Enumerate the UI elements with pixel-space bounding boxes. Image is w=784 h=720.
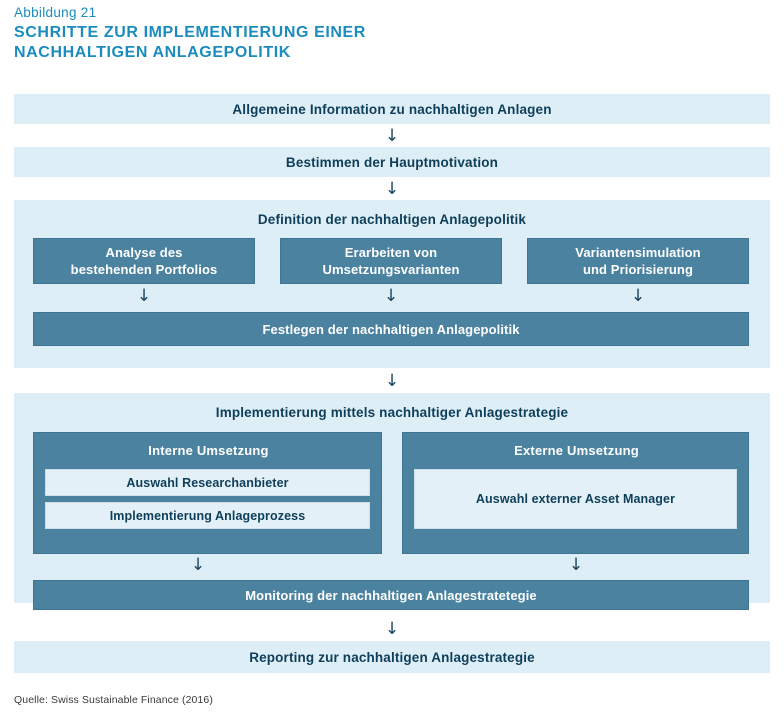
figure-header: Abbildung 21 SCHRITTE ZUR IMPLEMENTIERUN… [14, 4, 754, 63]
arrow-down-icon: ↓ [630, 286, 646, 306]
option-label: Erarbeiten von Umsetzungsvarianten [322, 245, 460, 277]
result-festlegen-anlagepolitik[interactable]: Festlegen der nachhaltigen Anlagepolitik [33, 312, 749, 346]
item-label: Auswahl Researchanbieter [126, 475, 289, 490]
result-label: Monitoring der nachhaltigen Anlagestrate… [245, 587, 537, 603]
step-bestimmen-hauptmotivation: Bestimmen der Hauptmotivation [14, 147, 770, 177]
source-note: Quelle: Swiss Sustainable Finance (2016) [14, 694, 213, 706]
arrow-down-icon: ↓ [568, 555, 584, 575]
item-label: Implementierung Anlageprozess [109, 508, 306, 523]
arrow-down-icon: ↓ [383, 286, 399, 306]
option-label: Analyse des bestehenden Portfolios [70, 245, 218, 277]
item-label: Auswahl externer Asset Manager [475, 492, 676, 506]
step-label: Bestimmen der Hauptmotivation [285, 154, 499, 170]
option-box-analyse-portfolio[interactable]: Analyse des bestehenden Portfolios [33, 238, 255, 284]
item-implementierung-anlageprozess[interactable]: Implementierung Anlageprozess [45, 502, 370, 529]
result-monitoring-anlagestrategie[interactable]: Monitoring der nachhaltigen Anlagestrate… [33, 580, 749, 610]
step-label: Allgemeine Information zu nachhaltigen A… [232, 101, 552, 117]
option-label: Variantensimulation und Priorisierung [575, 245, 701, 277]
arrow-down-icon: ↓ [190, 555, 206, 575]
option-box-variantensimulation[interactable]: Variantensimulation und Priorisierung [527, 238, 749, 284]
step-allgemeine-information: Allgemeine Information zu nachhaltigen A… [14, 94, 770, 124]
figure-label: Abbildung 21 [14, 5, 97, 20]
item-auswahl-externer-asset-manager[interactable]: Auswahl externer Asset Manager [414, 469, 737, 529]
arrow-down-icon: ↓ [384, 126, 400, 146]
panel-title: Interne Umsetzung [148, 443, 269, 458]
group-title: Implementierung mittels nachhaltiger Anl… [215, 405, 569, 420]
panel-title: Externe Umsetzung [514, 443, 639, 458]
step-label: Reporting zur nachhaltigen Anlagestrateg… [249, 649, 535, 665]
step-reporting-anlagestrategie: Reporting zur nachhaltigen Anlagestrateg… [14, 641, 770, 673]
arrow-down-icon: ↓ [136, 286, 152, 306]
group-title: Definition der nachhaltigen Anlagepoliti… [257, 212, 527, 227]
arrow-down-icon: ↓ [384, 619, 400, 639]
result-label: Festlegen der nachhaltigen Anlagepolitik [262, 321, 520, 337]
page-title: SCHRITTE ZUR IMPLEMENTIERUNG EINER NACHH… [14, 24, 366, 61]
arrow-down-icon: ↓ [384, 371, 400, 391]
item-auswahl-researchanbieter[interactable]: Auswahl Researchanbieter [45, 469, 370, 496]
flow-diagram: Allgemeine Information zu nachhaltigen A… [0, 88, 784, 678]
option-box-erarbeiten-umsetzungsvarianten[interactable]: Erarbeiten von Umsetzungsvarianten [280, 238, 502, 284]
arrow-down-icon: ↓ [384, 179, 400, 199]
